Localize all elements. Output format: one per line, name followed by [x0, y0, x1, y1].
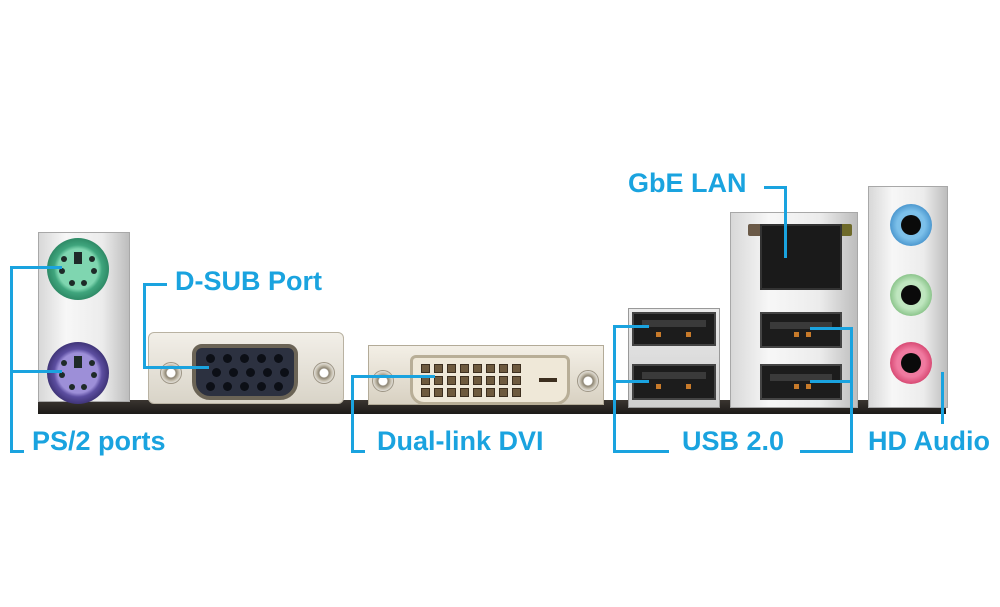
dvi-pin — [486, 364, 495, 373]
dsub-callout-line — [143, 366, 209, 369]
dvi-pin — [512, 376, 521, 385]
ps2-keyboard-port — [47, 238, 109, 300]
dvi-callout-line — [351, 450, 365, 453]
usb-label: USB 2.0 — [682, 426, 785, 456]
dvi-label: Dual-link DVI — [377, 426, 544, 456]
dvi-pin — [447, 364, 456, 373]
vga-pin — [206, 382, 215, 391]
dvi-pin — [421, 364, 430, 373]
vga-pin — [212, 368, 221, 377]
dvi-pin — [499, 376, 508, 385]
ps2-mouse-port — [47, 342, 109, 404]
dvi-pin — [434, 364, 443, 373]
audio-jack-green — [890, 274, 932, 316]
dvi-pin — [460, 388, 469, 397]
ps2-callout-line — [10, 370, 62, 373]
dvi-pin — [473, 388, 482, 397]
dvi-pin — [512, 388, 521, 397]
usb-port — [632, 312, 716, 346]
audio-jack-blue — [890, 204, 932, 246]
usb-callout-line — [613, 325, 649, 328]
vga-pin — [257, 382, 266, 391]
dvi-pin — [421, 388, 430, 397]
vga-pin — [274, 382, 283, 391]
vga-pin — [240, 354, 249, 363]
audio-jack-pink — [890, 342, 932, 384]
vga-pin — [257, 354, 266, 363]
usb-callout-line — [613, 450, 669, 453]
dvi-pin — [434, 388, 443, 397]
dvi-pin — [486, 376, 495, 385]
dvi-pin — [447, 376, 456, 385]
usb-callout-line — [850, 327, 853, 453]
dvi-callout-line — [351, 375, 435, 378]
lan-port — [760, 224, 842, 290]
usb-callout-line — [613, 325, 616, 453]
lan-callout-line — [784, 186, 787, 258]
usb-callout-line — [613, 380, 649, 383]
ps2-callout-line — [10, 266, 13, 452]
vga-pin — [229, 368, 238, 377]
audio-label: HD Audio — [868, 426, 990, 456]
ps2-callout-line — [10, 450, 24, 453]
vga-port — [192, 344, 298, 400]
dvi-pin — [447, 388, 456, 397]
dvi-pin — [473, 376, 482, 385]
vga-pin — [223, 354, 232, 363]
usb-port — [760, 312, 842, 348]
dvi-pin — [473, 364, 482, 373]
vga-pin — [263, 368, 272, 377]
dsub-callout-line — [143, 283, 167, 286]
dsub-label: D-SUB Port — [175, 266, 322, 296]
dvi-screw-left — [372, 370, 394, 392]
vga-pin — [280, 368, 289, 377]
dvi-pin — [460, 376, 469, 385]
vga-screw-right — [313, 362, 335, 384]
vga-pin — [223, 382, 232, 391]
lan-label: GbE LAN — [628, 168, 747, 198]
audio-callout-line — [941, 372, 944, 424]
dvi-pin — [499, 388, 508, 397]
dvi-pin — [512, 364, 521, 373]
dvi-pin — [486, 388, 495, 397]
ps2-label: PS/2 ports — [32, 426, 166, 456]
dvi-port — [410, 355, 570, 405]
usb-callout-line — [810, 380, 852, 383]
usb-callout-line — [800, 450, 852, 453]
dvi-blade — [539, 378, 557, 382]
dvi-pin — [499, 364, 508, 373]
vga-pin — [246, 368, 255, 377]
usb-callout-line — [810, 327, 852, 330]
vga-pin — [240, 382, 249, 391]
dvi-pin — [460, 364, 469, 373]
dsub-callout-line — [143, 283, 146, 369]
ps2-callout-line — [10, 266, 62, 269]
dvi-screw-right — [577, 370, 599, 392]
vga-pin — [274, 354, 283, 363]
lan-callout-line — [764, 186, 786, 189]
vga-pin — [206, 354, 215, 363]
dvi-callout-line — [351, 375, 354, 453]
dvi-pin — [434, 376, 443, 385]
